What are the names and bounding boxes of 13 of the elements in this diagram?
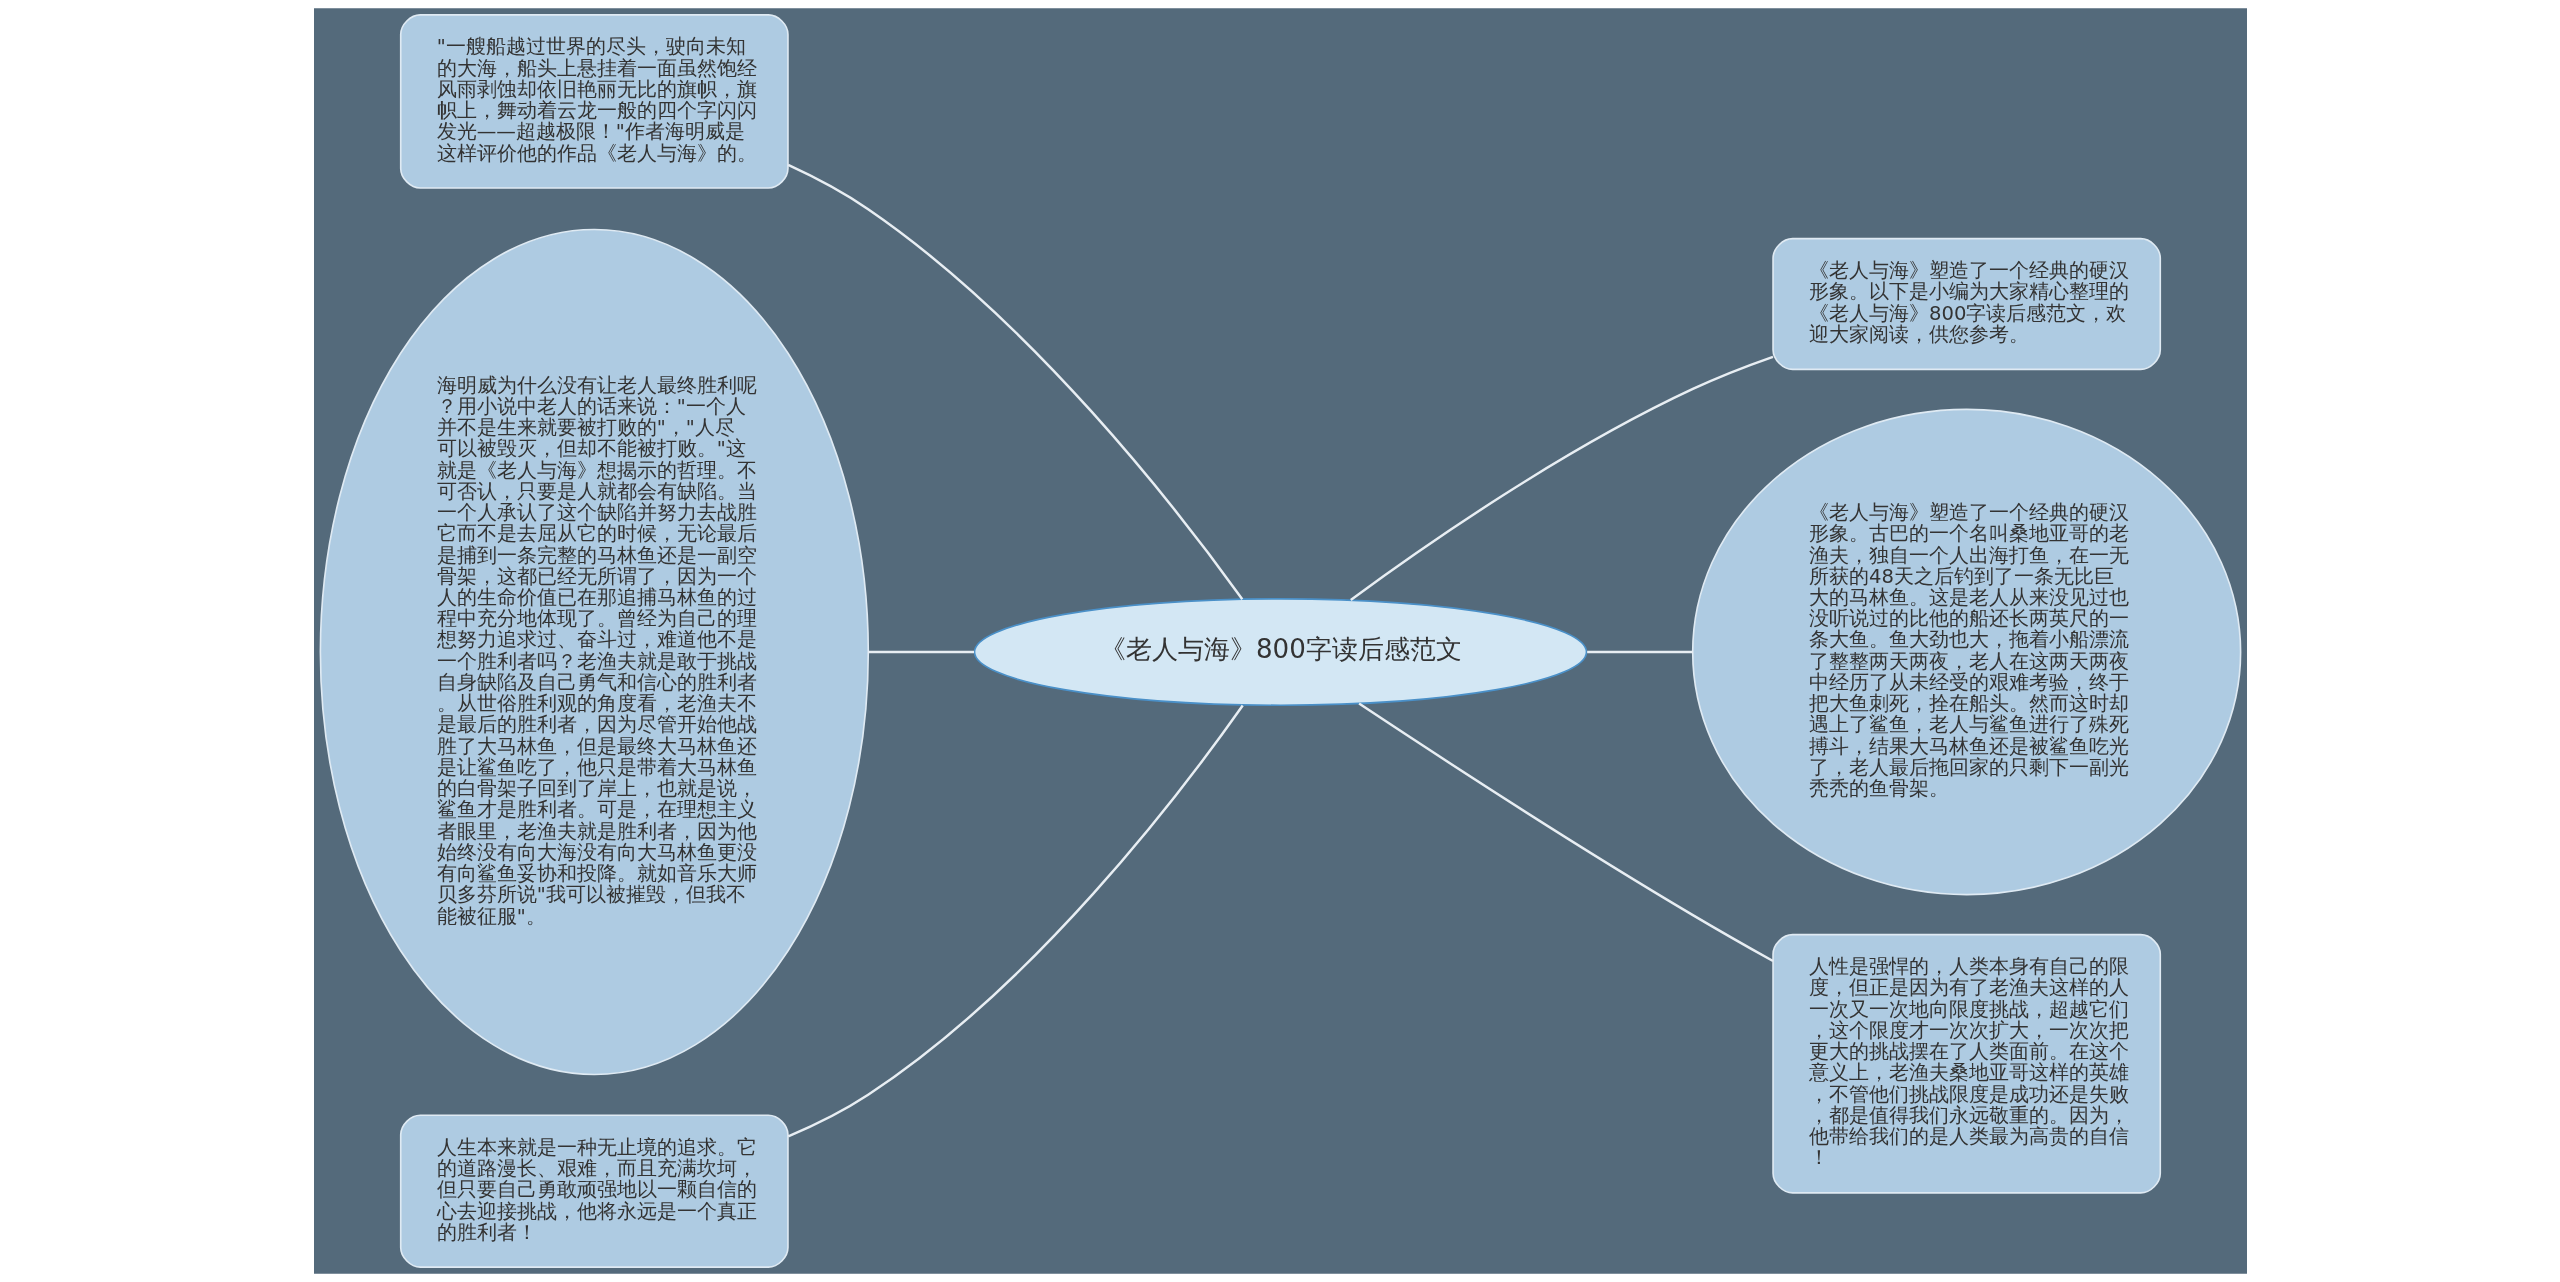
node-box: "一艘船越过世界的尽头，驶向未知的大海，船头上悬挂着一面虽然饱经风雨剥蚀却依旧艳丽无比的旗帜，旗帜上，舞动着云龙一般的四个字闪闪发光——超越极限！"作者海明威是这样评价他的作品《老人与海》的。 <box>399 14 789 189</box>
connector <box>1586 650 1693 654</box>
node-ellipse: 海明威为什么没有让老人最终胜利呢？用小说中老人的话来说："一个人并不是生来就要被打败的"，"人尽可以被毁灭，但却不能被打败。"这就是《老人与海》想揭示的哲理。不可否认，只要是人就都会有缺陷。当一个人承认了这个缺陷并努力去战胜它而不是去屈从它的时候，无论最后是捕到一条完整的马林鱼还是一副空骨架，这都已经无所谓了，因为一个人的生命价值已在那追捕马林鱼的过程中充分地体现了。曾经为自己的理想努力追求过、奋斗过，难道他不是一个胜利者吗？老渔夫就是敢于挑战自身缺陷及自己勇气和信心的胜利者。从世俗胜利观的角度看，老渔夫不是最后的胜利者，因为尽管开始他战胜了大马林鱼，但是最终大马林鱼还是让鲨鱼吃了，他只是带着大马林鱼的白骨架子回到了岸上，也就是说，鲨鱼才是胜利者。可是，在理想主义者眼里，老渔夫就是胜利者，因为他始终没有向大海没有向大马林鱼更没有向鲨鱼妥协和投降。就如音乐大师贝多芬所说"我可以被摧毁，但我不能被征服"。 <box>319 228 869 1076</box>
node-ellipse: 《老人与海》800字读后感范文 <box>973 598 1587 707</box>
node-box: 人生本来就是一种无止境的追求。它的道路漫长、艰难，而且充满坎坷，但只要自己勇敢顽强地以一颗自信的心去迎接挑战，他将永远是一个真正的胜利者！ <box>399 1114 789 1268</box>
node-ellipse: 《老人与海》塑造了一个经典的硬汉形象。古巴的一个名叫桑地亚哥的老渔夫，独自一个人出海打鱼，在一无所获的48天之后钓到了一条无比巨大的马林鱼。这是老人从来没见过也没听说过的比他的船还长两英尺的一条大鱼。鱼大劲也大，拖着小船漂流了整整两天两夜，老人在这两天两夜中经历了从未经受的艰难考验，终于把大鱼刺死，拴在船头。然而这时却遇上了鲨鱼，老人与鲨鱼进行了殊死搏斗，结果大马林鱼还是被鲨鱼吃光了，老人最后拖回家的只剩下一副光秃秃的鱼骨架。 <box>1691 408 2241 896</box>
node-box: 人性是强悍的，人类本身有自己的限度，但正是因为有了老渔夫这样的人一次又一次地向限度挑战，超越它们，这个限度才一次次扩大，一次次把更大的挑战摆在了人类面前。在这个意义上，老渔夫桑地亚哥这样的英雄，不管他们挑战限度是成功还是失败，都是值得我们永远敬重的。因为，他带给我们的是人类最为高贵的自信！ <box>1771 933 2161 1194</box>
node-box: 《老人与海》塑造了一个经典的硬汉形象。以下是小编为大家精心整理的《老人与海》800字读后感范文，欢迎大家阅读，供您参考。 <box>1771 237 2161 371</box>
connector <box>787 704 1244 1138</box>
connector <box>1349 355 1773 601</box>
connector <box>787 163 1243 600</box>
connector <box>1357 702 1774 963</box>
connector <box>867 650 974 654</box>
